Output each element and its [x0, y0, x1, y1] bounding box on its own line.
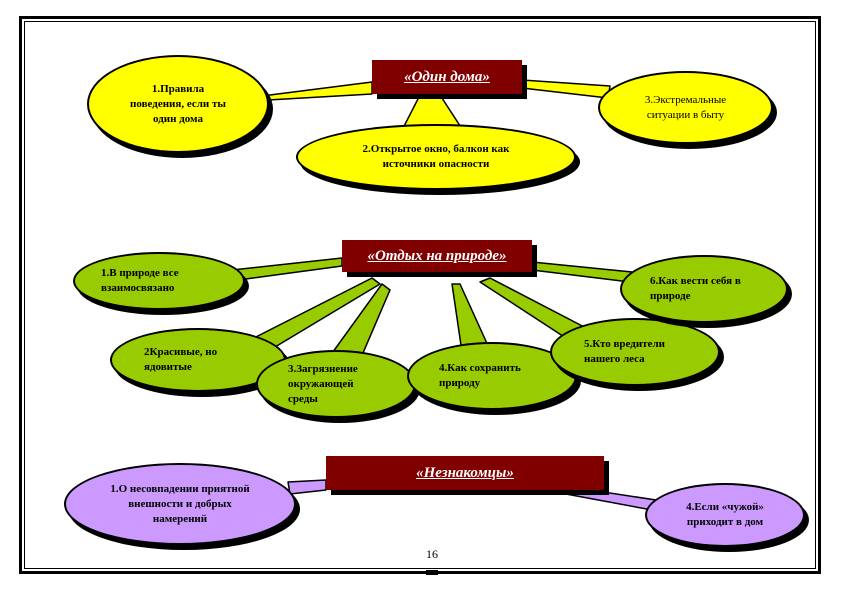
section-title-home-alone: «Один дома» [372, 60, 522, 94]
topic-nature-interconnected: 1.В природе все взаимосвязано [73, 252, 245, 310]
topic-behaviour-in-nature: 6.Как вести себя в природе [620, 255, 788, 323]
topic-forest-pests: 5.Кто вредители нашего леса [550, 318, 720, 386]
page-number-marker [426, 570, 438, 575]
page-number: 16 [426, 547, 438, 561]
section-title-strangers: «Незнакомцы» [326, 456, 604, 490]
page-border [19, 16, 821, 574]
connector-home-3 [521, 79, 611, 99]
connector-nature-1 [231, 257, 343, 281]
topic-pollution: 3.Загрязнение окружающей среды [256, 350, 416, 418]
topic-preserve-nature: 4.Как сохранить природу [407, 342, 577, 410]
connector-strangers-1 [287, 479, 327, 495]
connector-nature-6 [531, 261, 633, 283]
topic-open-window: 2.Открытое окно, балкон как источники оп… [296, 124, 576, 190]
topic-extreme-situations: 3.Экстремальные ситуации в быту [598, 71, 773, 144]
topic-home-rules: 1.Правила поведения, если ты один дома [87, 55, 269, 153]
topic-appearance-intentions: 1.О несовпадении приятной внешности и до… [64, 463, 296, 545]
page-border-inner [24, 21, 816, 569]
section-title-nature: «Отдых на природе» [342, 240, 532, 272]
topic-stranger-at-door: 4.Если «чужой» приходит в дом [645, 483, 805, 547]
connector-home-1 [261, 81, 373, 101]
